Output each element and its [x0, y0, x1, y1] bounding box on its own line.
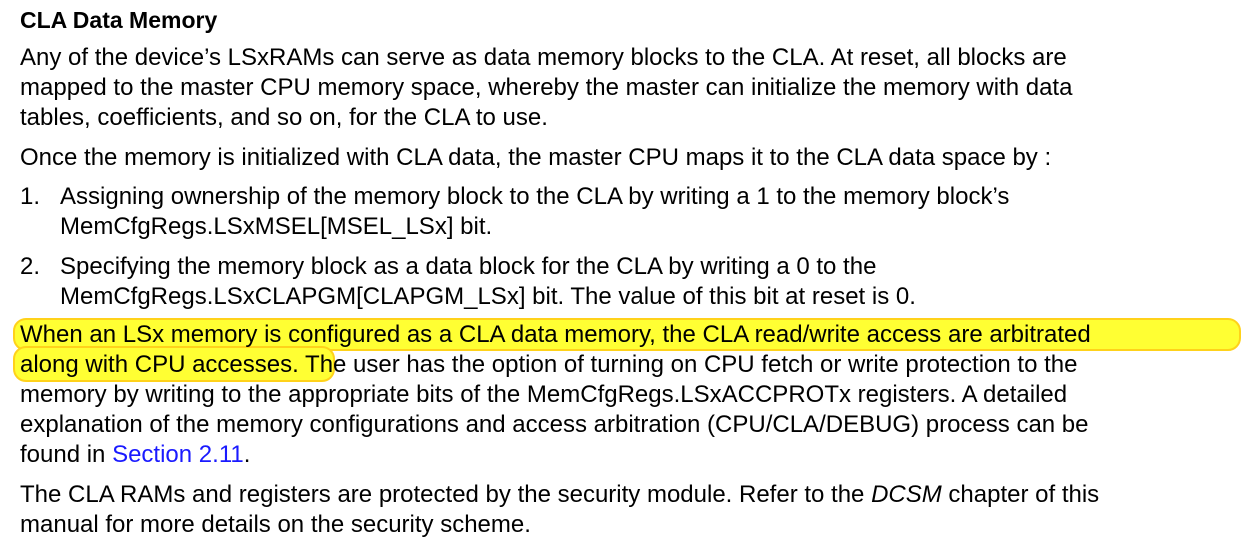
text-span: found in	[20, 441, 113, 468]
highlight-mark	[13, 346, 335, 382]
dcsm-emphasis: DCSM	[871, 481, 942, 508]
text-span: . The user has the option of turning on …	[292, 351, 1078, 378]
text-line: MemCfgRegs.LSxMSEL[MSEL_LSx] bit.	[60, 213, 493, 240]
text-line: Assigning ownership of the memory block …	[60, 183, 1010, 210]
text-span: chapter of this	[941, 481, 1100, 508]
section-heading: CLA Data Memory	[20, 7, 218, 33]
section-2-11-link[interactable]: Section 2.11	[112, 441, 244, 468]
text-line: mapped to the master CPU memory space, w…	[20, 74, 1073, 101]
text-span: The CLA RAMs and registers are protected…	[20, 481, 872, 508]
text-line: memory by writing to the appropriate bit…	[20, 381, 1068, 408]
text-line: along with CPU accesses. The user has th…	[20, 350, 1077, 380]
text-span: .	[243, 441, 251, 468]
text-line: explanation of the memory configurations…	[20, 411, 1089, 438]
text-line: manual for more details on the security …	[20, 511, 531, 538]
list-number: 2.	[20, 253, 41, 280]
text-line: tables, coefficients, and so on, for the…	[20, 104, 548, 131]
highlight-mark	[13, 318, 1241, 351]
text-line: Any of the device’s LSxRAMs can serve as…	[20, 44, 1067, 71]
text-line: The CLA RAMs and registers are protected…	[20, 480, 1099, 510]
text-line: MemCfgRegs.LSxCLAPGM[CLAPGM_LSx] bit. Th…	[60, 283, 916, 310]
highlighted-text: along with CPU accesses	[20, 351, 293, 378]
text-line: found in Section 2.11.	[20, 440, 250, 470]
highlighted-text-line: When an LSx memory is configured as a CL…	[20, 321, 1091, 348]
list-number: 1.	[20, 183, 41, 210]
text-line: Specifying the memory block as a data bl…	[60, 253, 877, 280]
text-line: Once the memory is initialized with CLA …	[20, 144, 1052, 171]
